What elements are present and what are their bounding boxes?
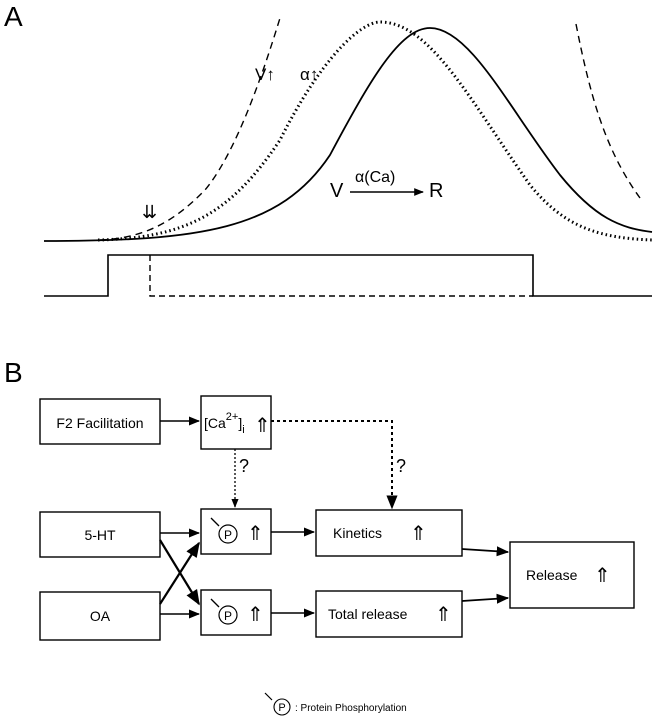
v-curve-label: V↑ xyxy=(255,65,275,84)
phospho-tick-top xyxy=(210,517,220,527)
release-solid-curve xyxy=(43,27,653,242)
serotonin-box xyxy=(39,511,161,558)
v-increase-dashed-curve xyxy=(99,17,281,241)
panel-b-label: B xyxy=(4,357,23,388)
legend-text: : Protein Phosphorylation xyxy=(295,703,407,714)
dotted-arrow-calcium-to-kinetics xyxy=(271,420,398,510)
alpha-increase-dotted-curve xyxy=(97,20,653,242)
phosphate-symbol-top: P xyxy=(224,528,232,542)
calcium-up-icon: ⇑ xyxy=(254,415,271,437)
release-up-icon: ⇑ xyxy=(594,565,611,587)
kinetics-box xyxy=(315,509,463,557)
reaction-product: R xyxy=(429,180,443,202)
question-mark-left: ? xyxy=(239,456,249,476)
total-release-up-icon: ⇑ xyxy=(435,604,452,626)
calcium-label: [Ca2+]i xyxy=(204,411,245,436)
alpha-curve-label: α↑ xyxy=(300,65,318,84)
octopamine-box xyxy=(39,591,161,641)
stimulus-step-dashed-trace xyxy=(149,255,533,297)
panel-a-label: A xyxy=(4,1,23,32)
calcium-box xyxy=(200,395,272,450)
kinetics-up-icon: ⇑ xyxy=(410,523,427,545)
total-release-label: Total release xyxy=(328,606,408,622)
reaction-reactant: V xyxy=(330,180,344,202)
release-box xyxy=(509,541,635,609)
phospho-up-icon-bottom: ⇑ xyxy=(247,604,264,626)
phosphate-icon xyxy=(218,605,238,625)
legend-tick xyxy=(264,692,273,701)
release-label: Release xyxy=(526,567,578,583)
stimulus-step-trace xyxy=(44,254,652,297)
phospho-up-icon-top: ⇑ xyxy=(247,523,264,545)
kinetics-label: Kinetics xyxy=(333,525,382,541)
f2-facilitation-label: F2 Facilitation xyxy=(56,415,143,431)
arrow-oa-to-phospho-top xyxy=(159,541,200,605)
phosphate-icon xyxy=(218,524,238,544)
right-dashed-curve xyxy=(575,23,641,199)
serotonin-label: 5-HT xyxy=(84,527,116,543)
arrow-total-release-to-release xyxy=(461,593,510,604)
phospho-tick-bottom xyxy=(210,598,220,608)
reaction-rate: α(Ca) xyxy=(355,169,395,186)
legend-symbol: P xyxy=(278,702,285,714)
question-mark-right: ? xyxy=(396,456,406,476)
octopamine-label: OA xyxy=(90,608,111,624)
stimulus-marker-icon: ⇊ xyxy=(142,202,157,222)
legend-phosphate-icon xyxy=(273,698,291,716)
total-release-box xyxy=(315,590,463,638)
phosphate-symbol-bottom: P xyxy=(224,609,232,623)
arrow-kinetics-to-release xyxy=(461,546,510,557)
